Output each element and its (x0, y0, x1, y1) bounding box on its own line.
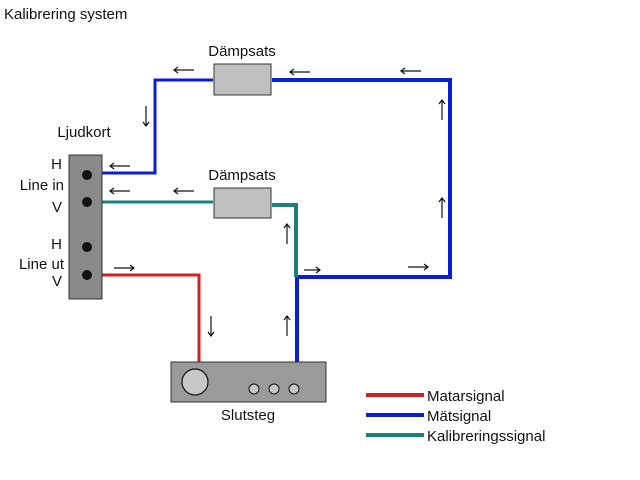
arrow-left-icon (173, 187, 194, 195)
line-in-label: Line in (20, 177, 64, 194)
page-title: Kalibrering system (4, 6, 127, 23)
arrow-right-icon (114, 264, 135, 272)
arrow-down-icon (142, 106, 150, 127)
measure-return-line (88, 78, 213, 175)
line-in-h-jack (82, 170, 92, 180)
legend-feed-label: Matarsignal (427, 388, 505, 405)
line-out-v-jack (82, 270, 92, 280)
arrow-down-icon (207, 316, 215, 337)
feed-signal-path (88, 273, 201, 362)
legend-calibration-label: Kalibreringssignal (427, 428, 545, 445)
amplifier-button-icon (288, 383, 300, 395)
amplifier-button-icon (248, 383, 260, 395)
arrow-left-icon (109, 187, 130, 195)
soundcard-label: Ljudkort (57, 124, 111, 141)
amplifier-knob-icon (181, 368, 209, 396)
line-in-v-jack (82, 197, 92, 207)
arrow-right-icon (408, 263, 429, 271)
arrow-up-icon (438, 99, 446, 120)
arrow-left-icon (173, 66, 194, 74)
legend: Matarsignal Mätsignal Kalibreringssignal (366, 388, 545, 445)
arrow-left-icon (289, 68, 310, 76)
line-out-label: Line ut (19, 256, 65, 273)
amplifier: Slutsteg (170, 361, 327, 424)
calibration-line-right (272, 203, 298, 277)
attenuator-top-label: Dämpsats (208, 43, 276, 60)
line-out-h-jack (82, 242, 92, 252)
attenuator-top: Dämpsats (208, 43, 276, 96)
line-in-h-label: H (51, 156, 62, 173)
measure-signal-path (88, 78, 452, 362)
amplifier-label: Slutsteg (221, 407, 275, 424)
attenuator-middle-label: Dämpsats (208, 167, 276, 184)
direction-arrows (109, 66, 446, 337)
line-out-v-label: V (52, 273, 62, 290)
arrow-left-icon (400, 67, 421, 75)
arrow-left-icon (109, 162, 130, 170)
line-out-h-label: H (51, 236, 62, 253)
calibration-signal-path (88, 200, 298, 277)
attenuator-middle: Dämpsats (208, 167, 276, 219)
line-in-v-label: V (52, 199, 62, 216)
arrow-right-icon (304, 266, 321, 274)
arrow-up-icon (438, 197, 446, 218)
legend-measure-label: Mätsignal (427, 408, 491, 425)
arrow-up-icon (283, 315, 291, 336)
amplifier-button-icon (268, 383, 280, 395)
arrow-up-icon (283, 223, 291, 244)
measure-loop-line (272, 78, 452, 362)
soundcard: Ljudkort H Line in V H Line ut V (19, 124, 112, 300)
